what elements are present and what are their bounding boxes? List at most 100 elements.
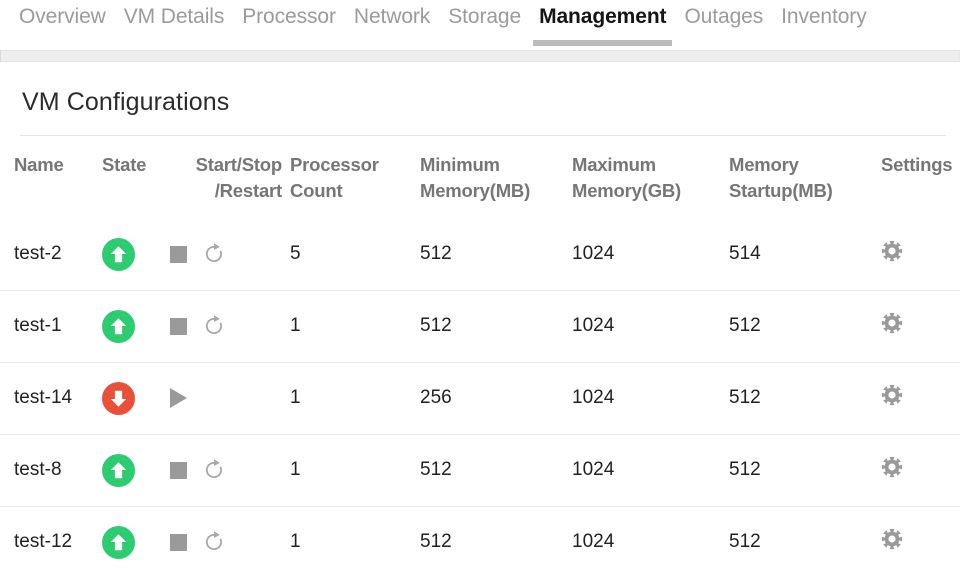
vm-name-cell: test-2: [14, 243, 62, 265]
vm-state-cell: [102, 433, 164, 507]
vm-state-cell: [102, 219, 164, 291]
restart-icon[interactable]: [203, 531, 225, 553]
arrow-up-circle-green-icon[interactable]: [102, 453, 135, 487]
action-icon-group: [164, 243, 288, 265]
memory-startup-cell: 512: [727, 433, 869, 507]
column-header-line2: Memory(GB): [572, 180, 682, 202]
vm-actions-cell: [164, 505, 288, 578]
action-icon-group: [164, 459, 288, 481]
processor-count-cell: 1: [288, 361, 418, 435]
settings-cell: [869, 361, 960, 435]
stop-icon[interactable]: [170, 533, 187, 551]
action-icon-group: [164, 315, 288, 337]
vm-state-cell: [102, 289, 164, 363]
vm-state-cell: [102, 505, 164, 578]
memory-startup-cell: 512: [727, 289, 869, 363]
column-header-line2: Startup(MB): [729, 180, 833, 202]
vm-name-cell: test-14: [0, 361, 102, 435]
column-header-line1: Minimum: [420, 154, 500, 175]
column-header-line1: Maximum: [572, 154, 656, 175]
processor-count-cell: 5: [290, 243, 301, 265]
memory-startup-cell: 512: [727, 361, 869, 435]
arrow-up-circle-green-icon[interactable]: [102, 309, 135, 343]
memory-startup-cell: 514: [729, 243, 761, 265]
tab-label: Overview: [19, 5, 106, 28]
column-header-start-stop: Start/Stop/Restart: [164, 136, 288, 219]
gear-icon[interactable]: [881, 312, 903, 339]
restart-icon[interactable]: [203, 459, 225, 481]
tab-label: Processor: [242, 5, 336, 28]
stop-icon[interactable]: [170, 317, 187, 335]
tab-processor[interactable]: Processor: [233, 0, 345, 34]
stop-icon[interactable]: [170, 245, 187, 263]
column-header-line2: Count: [290, 180, 343, 202]
management-content: VM Configurations Name State Start/Stop/Re…: [0, 62, 960, 581]
restart-icon[interactable]: [203, 315, 225, 337]
gear-icon[interactable]: [881, 240, 903, 267]
processor-count-cell: 1: [288, 433, 418, 507]
tab-label: Storage: [448, 5, 522, 28]
stop-icon[interactable]: [170, 461, 187, 479]
tab-vm-details[interactable]: VM Details: [115, 0, 234, 34]
settings-cell: [869, 289, 960, 363]
vm-state-cell: [102, 361, 164, 435]
tab-inventory[interactable]: Inventory: [772, 0, 875, 34]
gear-icon[interactable]: [881, 456, 903, 483]
arrow-down-circle-red-icon[interactable]: [102, 381, 135, 415]
action-icon-group: [164, 388, 288, 409]
column-header-line2: /Restart: [214, 180, 282, 202]
maximum-memory-cell: 1024: [570, 361, 727, 435]
tab-management[interactable]: Management: [530, 0, 675, 46]
tab-outages[interactable]: Outages: [675, 0, 772, 34]
processor-count-cell: 1: [288, 505, 418, 578]
column-header-line1: Memory: [729, 154, 799, 175]
minimum-memory-cell: 512: [418, 289, 570, 363]
settings-cell: [869, 433, 960, 507]
page-title: VM Configurations: [22, 88, 230, 116]
tab-overview[interactable]: Overview: [10, 0, 115, 34]
processor-count-cell: 1: [288, 289, 418, 363]
active-tab-indicator: [533, 40, 673, 46]
minimum-memory-cell: 512: [418, 505, 570, 578]
tab-network[interactable]: Network: [345, 0, 439, 34]
restart-icon[interactable]: [203, 243, 225, 265]
tab-label: Inventory: [781, 5, 867, 28]
settings-cell: [869, 505, 960, 578]
arrow-up-circle-green-icon[interactable]: [102, 237, 135, 271]
tab-label: Network: [353, 5, 431, 28]
vm-name-cell: test-8: [0, 433, 102, 507]
arrow-up-circle-green-icon[interactable]: [102, 525, 135, 559]
maximum-memory-cell: 1024: [570, 505, 727, 578]
minimum-memory-cell: 256: [418, 361, 570, 435]
tab-storage[interactable]: Storage: [439, 0, 530, 34]
minimum-memory-cell: 512: [418, 433, 570, 507]
action-icon-group: [164, 531, 288, 553]
minimum-memory-cell: 512: [420, 243, 452, 265]
column-header-line1: Name: [14, 154, 64, 175]
vm-name-cell: test-1: [0, 289, 102, 363]
play-icon[interactable]: [170, 388, 187, 409]
maximum-memory-cell: 1024: [570, 289, 727, 363]
tab-bar-divider-strip: [0, 50, 960, 62]
tab-label: Management: [539, 5, 667, 28]
vm-actions-cell: [164, 361, 288, 435]
tab-label: Outages: [684, 5, 764, 28]
column-header-line1: State: [102, 154, 147, 175]
memory-startup-cell: 512: [727, 505, 869, 578]
column-header-state: State: [102, 136, 164, 219]
vm-name-cell: test-12: [0, 505, 102, 578]
gear-icon[interactable]: [881, 528, 903, 555]
gear-icon[interactable]: [881, 384, 903, 411]
